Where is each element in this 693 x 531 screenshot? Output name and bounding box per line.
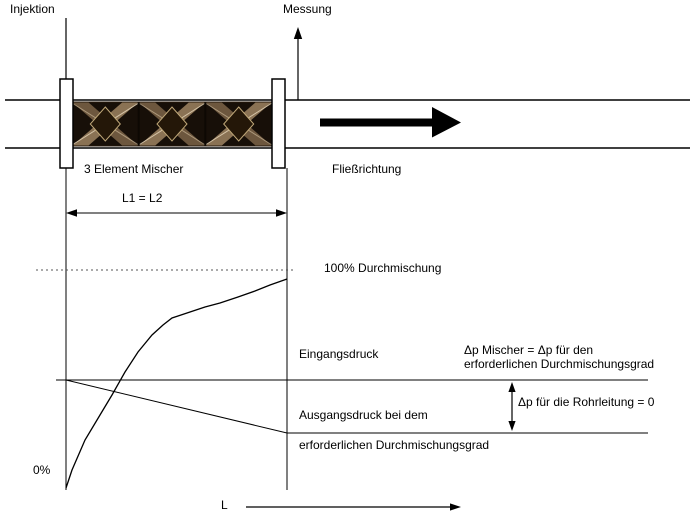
outlet-pressure-label-line2: erforderlichen Durchmischungsgrad (299, 438, 490, 452)
dp-mixer-label-line2: erforderlichen Durchmischungsgrad (464, 357, 655, 371)
mixer-element-3 (205, 102, 273, 146)
zero-percent-label: 0% (33, 463, 51, 477)
outlet-pressure-line (65, 379, 648, 434)
dp-pipe-label: Δp für die Rohrleitung = 0 (518, 395, 655, 409)
right-flange (271, 78, 286, 169)
flow-direction-label: Fließrichtung (332, 162, 402, 176)
full-mixing-label: 100% Durchmischung (324, 261, 442, 275)
x-axis-label: L (221, 498, 228, 512)
dp-mixer-label-line1: Δp Mischer = Δp für den (464, 343, 594, 357)
dimension-label: L1 = L2 (122, 191, 163, 205)
measurement-arrow (293, 27, 303, 100)
injection-label: Injektion (10, 2, 55, 16)
mixer-label: 3 Element Mischer (84, 162, 184, 176)
mixer-element-1 (71, 102, 139, 146)
dimension-arrow (66, 209, 287, 217)
mixer-element (71, 101, 273, 147)
measurement-label: Messung (283, 2, 332, 16)
inlet-pressure-label: Eingangsdruck (299, 347, 379, 361)
mixer-element-2 (138, 102, 206, 146)
outlet-pressure-label-line1: Ausgangsdruck bei dem (299, 408, 428, 422)
dp-pipe-arrow (508, 382, 516, 431)
flow-arrow (320, 107, 461, 138)
left-flange (59, 78, 74, 169)
x-axis-arrow (246, 503, 461, 511)
mixing-degree-curve (65, 278, 288, 489)
